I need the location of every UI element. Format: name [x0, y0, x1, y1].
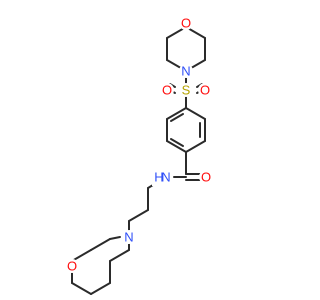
- bottom-morpholine-ring: [71, 236, 130, 295]
- bond: [166, 107, 187, 120]
- atom-symbol: O: [200, 83, 210, 98]
- top-morpholine-oxygen: O: [179, 16, 193, 31]
- atom-symbol: O: [162, 83, 172, 98]
- bond: [128, 209, 149, 222]
- bottom-morpholine-nitrogen: N: [122, 230, 136, 245]
- atom-symbol: N: [181, 64, 190, 79]
- atom-symbol: S: [182, 83, 191, 98]
- top-morpholine-nitrogen: N: [179, 64, 193, 79]
- bond: [90, 238, 111, 251]
- bond: [109, 236, 121, 240]
- bond: [185, 107, 206, 120]
- bond: [170, 138, 184, 147]
- atom-symbol: N: [161, 170, 170, 185]
- bond: [185, 140, 206, 153]
- bond: [109, 249, 130, 262]
- bond: [170, 113, 184, 122]
- bond: [166, 140, 187, 153]
- sulfonyl-oxygen-left: O: [160, 83, 174, 98]
- molecule-structure-diagram: O N S O O O H N N: [65, 16, 213, 295]
- carbonyl-oxygen: O: [199, 170, 213, 185]
- atom-symbol: N: [124, 230, 133, 245]
- sulfonyl-oxygen-right: O: [198, 83, 212, 98]
- amide-nitrogen: H N: [152, 169, 171, 186]
- bond: [90, 282, 111, 295]
- bottom-morpholine-oxygen: O: [65, 259, 79, 274]
- sulfonyl-sulfur: S: [179, 83, 193, 98]
- bond: [71, 282, 92, 295]
- atom-symbol: H: [154, 170, 163, 185]
- bond: [71, 249, 92, 262]
- atom-symbol: O: [201, 170, 211, 185]
- propyl-linker: [128, 181, 159, 233]
- atom-symbol: O: [181, 16, 191, 31]
- atom-labels: O N S O O O H N N: [65, 16, 213, 274]
- atom-symbol: O: [67, 259, 77, 274]
- benzene-ring: [166, 107, 206, 153]
- amide-group: [173, 151, 201, 181]
